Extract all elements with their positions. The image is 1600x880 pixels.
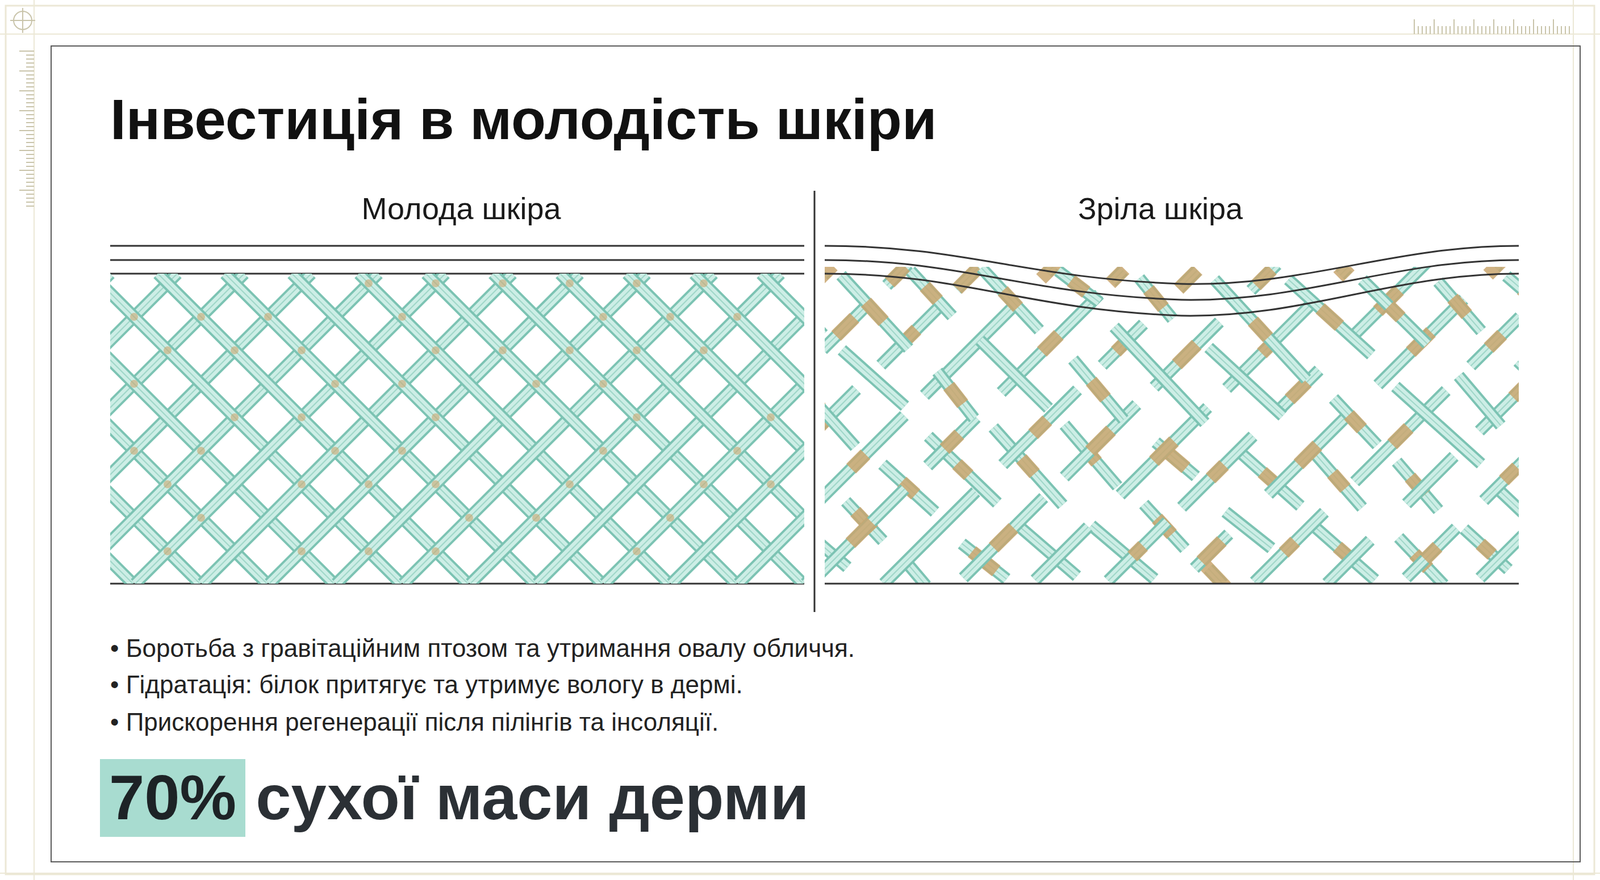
panel-label: Молода шкіра: [361, 190, 562, 228]
bullet-text: • Гідратація: білок притягує та утримує …: [110, 670, 743, 701]
mature-skin-layers: [824, 245, 1519, 584]
panel-label: Зріла шкіра: [1078, 190, 1243, 228]
stat-caption: сухої маси дерми: [255, 759, 809, 837]
highlight-box: 70%: [99, 759, 246, 838]
stat-number: 70%: [109, 761, 237, 835]
mature-collagen-lattice: [824, 266, 1519, 584]
bullet-text: • Боротьба з гравітаційним птозом та утр…: [110, 633, 855, 664]
slide-title: Інвестиція в молодість шкіри: [110, 85, 937, 154]
young-collagen-lattice: [110, 273, 805, 584]
divider: [813, 190, 816, 613]
bullet-text: • Прискорення регенерації після пілінгів…: [110, 707, 719, 738]
